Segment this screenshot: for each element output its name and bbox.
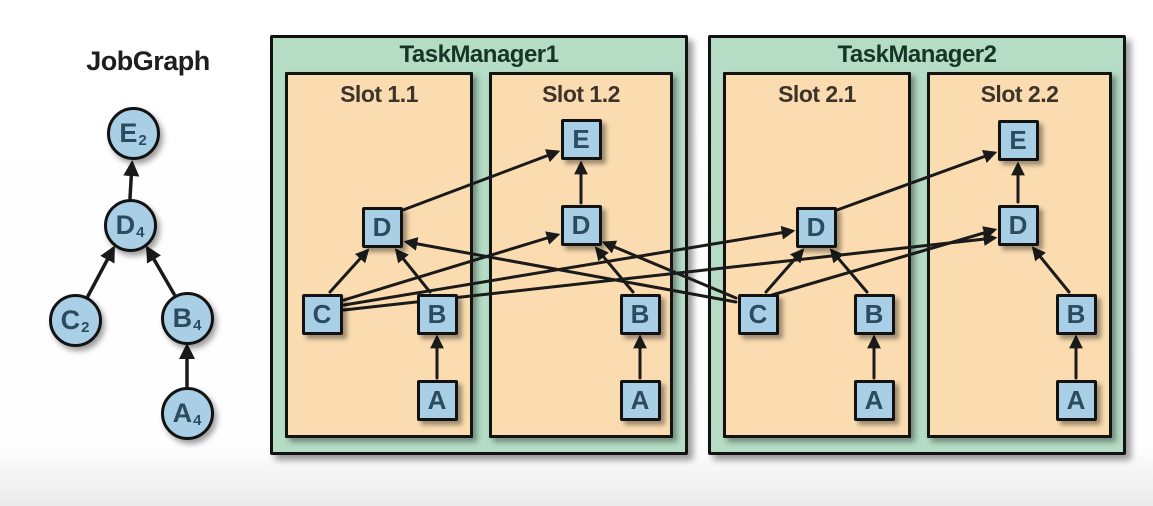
- task-node-D-2.1: D: [795, 206, 837, 248]
- edge-B-to-D: [145, 245, 176, 296]
- task-node-A-1.1: A: [416, 379, 458, 421]
- taskmanager-title: TaskManager2: [837, 41, 997, 68]
- slot-title: Slot 1.2: [542, 81, 620, 107]
- jobgraph-node-parallelism: 4: [193, 411, 202, 429]
- task-node-E-1.2: E: [560, 118, 602, 160]
- task-node-A-2.1: A: [853, 379, 895, 421]
- jobgraph-node-label: A: [172, 397, 193, 428]
- jobgraph-node-parallelism: 4: [193, 316, 202, 334]
- jobgraph-node-label: C: [60, 304, 81, 335]
- slot-title: Slot 2.2: [980, 81, 1059, 107]
- task-node-B-2.1: B: [853, 293, 895, 335]
- jobgraph-node-parallelism: 4: [136, 223, 145, 241]
- task-node-B-1.2: B: [619, 293, 661, 335]
- task-node-B-1.1: B: [416, 293, 458, 335]
- task-node-D-1.2: D: [560, 204, 602, 246]
- task-node-A-1.2: A: [619, 379, 661, 421]
- jobgraph-node-parallelism: 2: [138, 131, 147, 149]
- task-node-E-2.2: E: [997, 119, 1039, 161]
- task-node-C-1.1: C: [301, 293, 343, 335]
- task-node-D-1.1: D: [361, 206, 403, 248]
- taskmanager-title: TaskManager1: [399, 41, 559, 68]
- jobgraph-node-label: E: [119, 117, 138, 148]
- edge-C-to-D: [86, 245, 115, 298]
- task-node-D-2.2: D: [997, 204, 1039, 246]
- slot-title: Slot 1.1: [340, 81, 418, 107]
- edge-D-to-E: [123, 159, 140, 200]
- task-node-A-2.2: A: [1055, 379, 1097, 421]
- task-node-C-2.1: C: [737, 293, 779, 335]
- jobgraph-node-label: D: [115, 209, 136, 240]
- jobgraph-node-parallelism: 2: [81, 318, 90, 336]
- jobgraph-node-label: B: [172, 302, 193, 333]
- jobgraph-label: JobGraph: [86, 46, 210, 76]
- slot-title: Slot 2.1: [778, 81, 856, 107]
- task-node-B-2.2: B: [1055, 293, 1097, 335]
